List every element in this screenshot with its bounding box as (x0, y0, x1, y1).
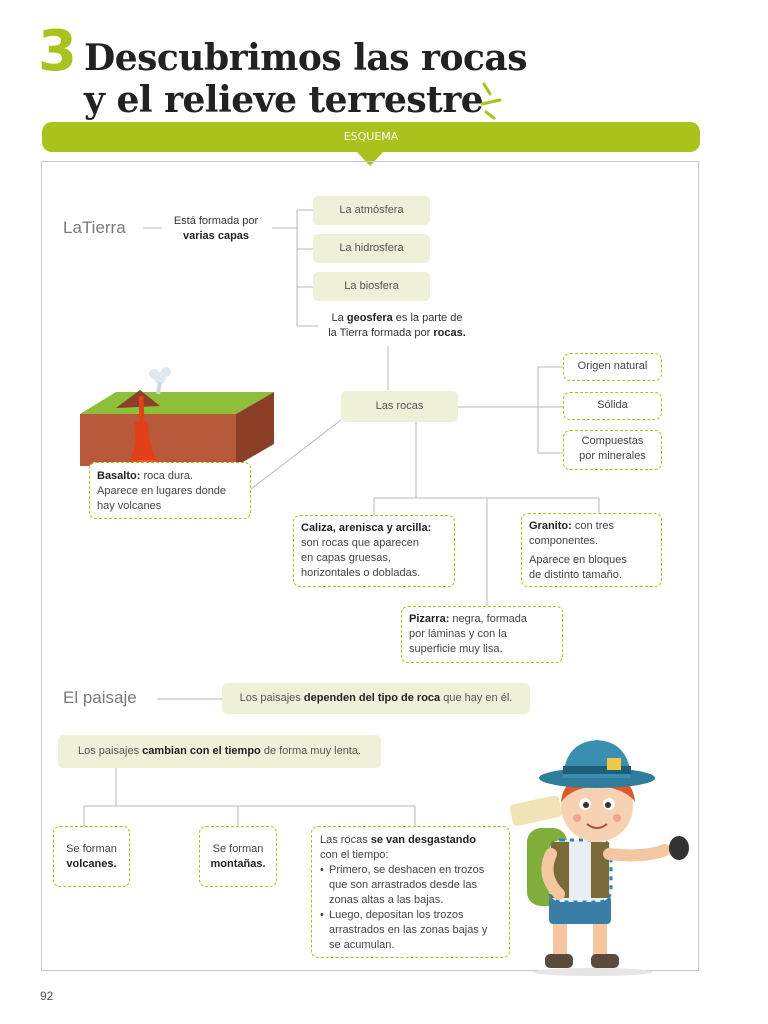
caliza-line1: son rocas que aparecen (301, 537, 420, 549)
granito-label: Granito: (529, 520, 572, 532)
paisaje-box1-bold: dependen del tipo de roca (303, 692, 441, 704)
unit-number: 3 (38, 19, 77, 84)
geosfera-text-p1: La (331, 312, 344, 324)
geosfera-text-p2: es la parte de (395, 312, 463, 324)
paisaje-box1-p2: que hay en él. (443, 692, 513, 704)
paisaje-box1-p1: Los paisajes (239, 692, 301, 704)
desgaste-bold: se van desgastando (370, 834, 476, 846)
basalto-label: Basalto: (97, 470, 141, 482)
volcanes-bold: volcanes. (66, 858, 117, 870)
geosfera-bold: geosfera (346, 312, 393, 324)
page-title-line1: Descubrimos las rocas (84, 37, 528, 79)
caliza-box: Caliza, arenisca y arcilla: son rocas qu… (293, 515, 455, 587)
bullet2-line1: Luego, depositan los trozos (329, 909, 464, 921)
granito-box: Granito: con tres componentes. Aparece e… (521, 513, 662, 587)
page-title-line2: y el relieve terrestre (84, 79, 484, 121)
tierra-formada-label: Está formada por (173, 215, 259, 227)
bullet1-line3: zonas altas a las bajas. (329, 894, 444, 906)
granito-line3: de distinto tamaño. (529, 569, 622, 581)
pizarra-line1: por láminas y con la (409, 628, 507, 640)
prop-origen: Origen natural (563, 353, 662, 381)
geosfera-bold2: rocas. (433, 327, 466, 339)
paisaje-heading: El paisaje (63, 688, 137, 707)
desgaste-bullet2: • Luego, depositan los trozos arrastrado… (320, 908, 501, 953)
layer-biosfera: La biosfera (313, 272, 430, 301)
tierra-formada-bold: varias capas (182, 230, 250, 242)
basalto-text2: Aparece en lugares donde (97, 485, 227, 497)
geosfera-text-p3: la Tierra formada por (328, 327, 431, 339)
prop-compuestas-line2: por minerales (579, 450, 646, 462)
pizarra-box: Pizarra: negra, formada por láminas y co… (401, 606, 563, 663)
granito-line2: Aparece en bloques (529, 554, 627, 566)
page-number: 92 (40, 989, 54, 1003)
banner-pointer (357, 152, 383, 166)
bullet1-line1: Primero, se deshacen en trozos (329, 864, 485, 876)
paisaje-box2-p2: de forma muy lenta. (263, 745, 362, 757)
geosfera-text: La geosfera es la parte de la Tierra for… (312, 311, 482, 341)
sparkle-decoration (480, 82, 502, 120)
caliza-label: Caliza, arenisca y arcilla: (301, 522, 432, 534)
montanas-bold: montañas. (210, 858, 266, 870)
desgaste-p1: Las rocas (320, 834, 368, 846)
banner-label: ESQUEMA (343, 130, 399, 143)
volcanes-text: Se forman (66, 843, 117, 855)
prop-solida: Sólida (563, 392, 662, 420)
pizarra-text1: negra, formada (452, 613, 528, 625)
paisaje-box2-bold: cambian con el tiempo (142, 745, 261, 757)
bullet1-line2: que son arrastrados desde las (329, 879, 477, 891)
section-banner: ESQUEMA (42, 122, 700, 152)
paisaje-box2-p1: Los paisajes (77, 745, 140, 757)
desgaste-p2: con el tiempo: (320, 849, 389, 861)
montanas-box: Se forman montañas. (199, 826, 277, 887)
basalto-text1: roca dura. (143, 470, 193, 482)
volcanes-box: Se forman volcanes. (53, 826, 130, 887)
scheme-frame (41, 161, 699, 971)
volcano-illustration (80, 367, 274, 470)
rocas-center: Las rocas (341, 391, 458, 422)
caliza-line3: horizontales o dobladas. (301, 567, 421, 579)
layer-hidrosfera: La hidrosfera (313, 234, 430, 263)
bullet2-line2: arrastrados en las zonas bajas y (329, 924, 488, 936)
tierra-heading: LaTierra (63, 218, 126, 237)
granito-line1: componentes. (529, 535, 599, 547)
tierra-formada-text: Está formada por varias capas (164, 214, 268, 244)
layer-atmosfera: La atmósfera (313, 196, 430, 225)
prop-compuestas-line1: Compuestas (581, 435, 644, 447)
paisaje-box-depende: Los paisajes dependen del tipo de roca q… (222, 683, 530, 714)
desgaste-box: Las rocas se van desgastando con el tiem… (311, 826, 510, 958)
pizarra-line2: superficie muy lisa. (409, 643, 503, 655)
granito-text1: con tres (574, 520, 614, 532)
prop-compuestas: Compuestas por minerales (563, 430, 662, 470)
basalto-text3: hay volcanes (97, 500, 162, 512)
paisaje-box-cambian: Los paisajes cambian con el tiempo de fo… (58, 735, 381, 768)
bullet-dot: • (320, 909, 324, 921)
pizarra-label: Pizarra: (409, 613, 450, 625)
desgaste-bullet1: • Primero, se deshacen en trozos que son… (320, 863, 501, 908)
montanas-text: Se forman (212, 843, 264, 855)
bullet2-line3: se acumulan. (329, 939, 395, 951)
basalto-box: Basalto: roca dura. Aparece en lugares d… (89, 462, 251, 519)
bullet-dot: • (320, 864, 324, 876)
explorer-kid-illustration (509, 740, 689, 976)
caliza-line2: en capas gruesas, (301, 552, 391, 564)
